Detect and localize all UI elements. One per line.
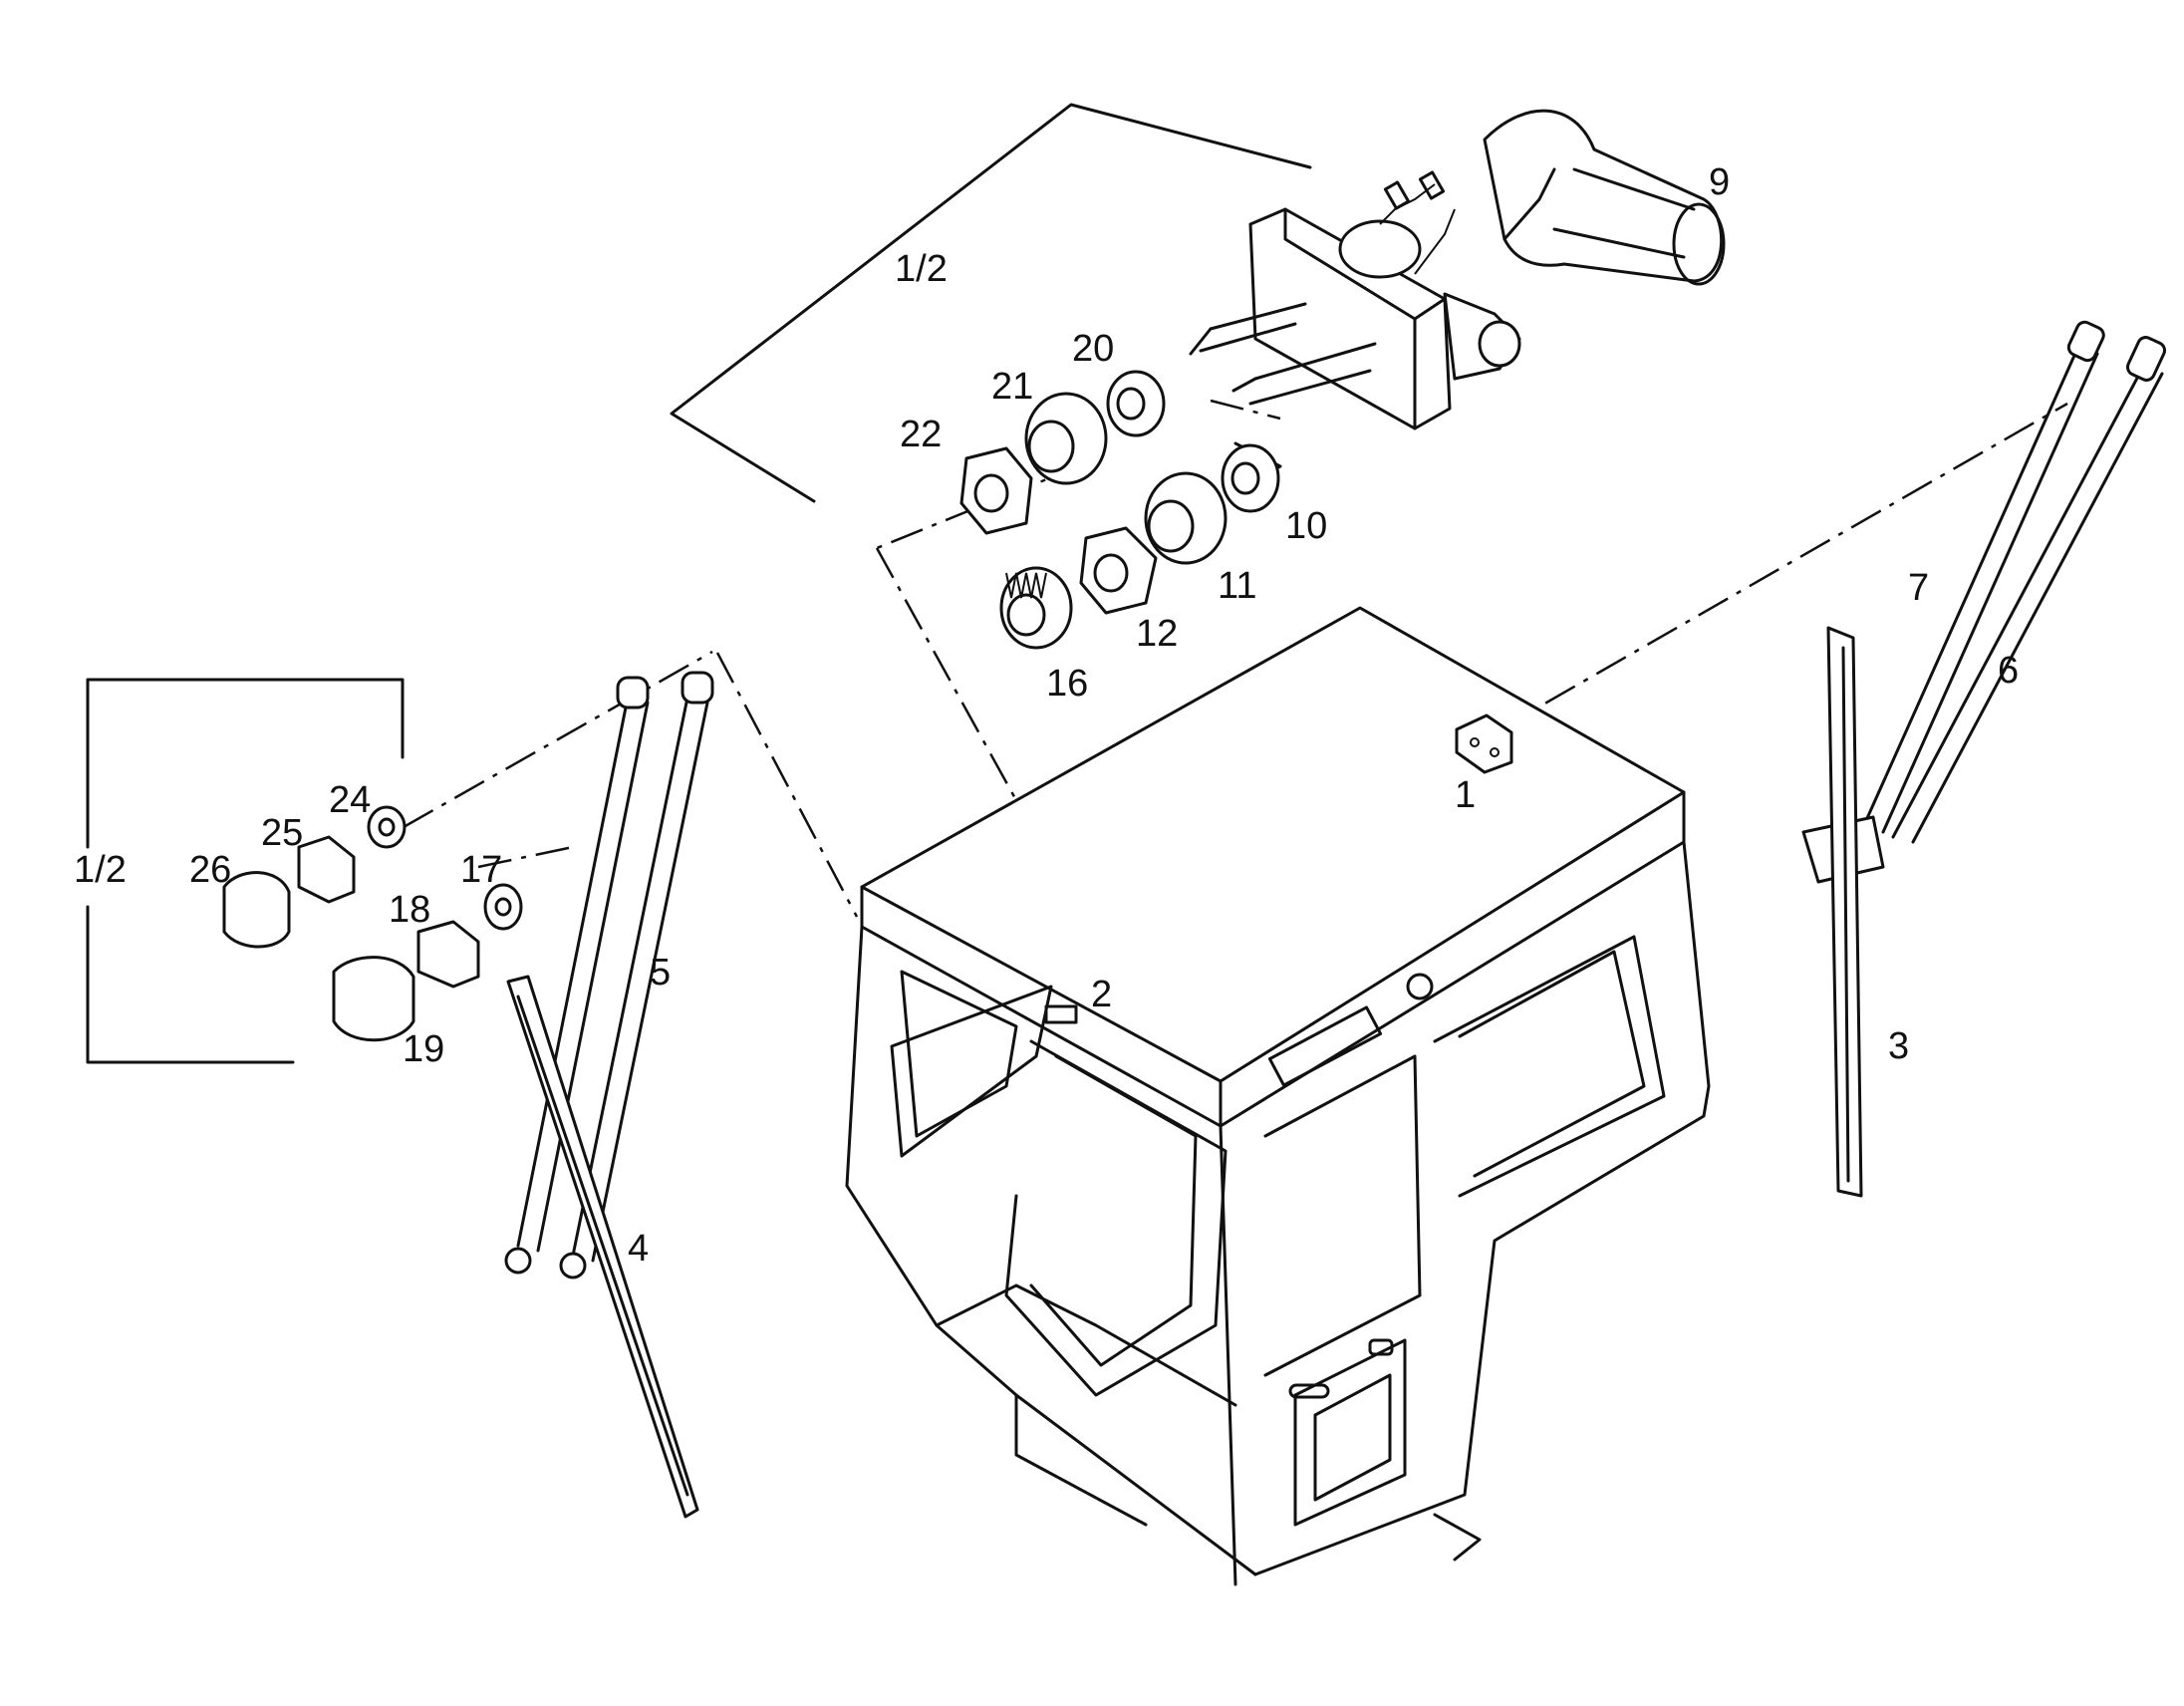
callout-21: 21 [991,366,1033,408]
cab-body [845,606,1711,1586]
callout-10: 10 [1285,505,1327,547]
part-24-washer [367,805,407,849]
callout-12: 12 [1136,613,1178,655]
callout-9: 9 [1709,161,1730,203]
left-wiper-arm [504,671,714,1280]
left-group-bracket [86,678,405,1064]
callouts: 1 2 3 4 5 6 7 9 10 11 12 16 17 18 19 20 … [189,161,2019,1270]
leader-lines [403,399,2068,973]
callout-20: 20 [1072,328,1114,370]
left-wiper-blade [506,975,699,1519]
part-17-washer [483,883,523,931]
callout-22: 22 [900,414,942,455]
callout-5: 5 [650,952,671,994]
callout-17: 17 [460,849,502,891]
right-wiper-arm [1801,320,2167,884]
part-25-nut [297,835,356,904]
fastener-stack [959,370,1280,650]
part-1-bracket [1455,713,1513,774]
callout-18: 18 [389,889,430,931]
callout-4: 4 [628,1228,649,1270]
part-19-cap [332,956,415,1042]
callout-6: 6 [1998,650,2019,692]
callout-24: 24 [329,779,371,821]
part-18-nut [416,920,480,989]
wiper-motor-assembly [1189,170,1521,430]
part-26-cap [222,871,291,949]
part-9-motor-cover [1483,109,1726,286]
callout-11: 11 [1218,565,1256,607]
callout-3: 3 [1888,1025,1909,1067]
top-group-bracket [670,103,1312,503]
part-2-clip [1044,1004,1078,1024]
left-fastener-group [222,805,523,1042]
left-group-label: 1/2 [74,849,127,891]
callout-7: 7 [1908,567,1929,609]
callout-19: 19 [403,1028,444,1070]
callout-25: 25 [261,812,303,854]
right-wiper-blade [1826,626,1863,1198]
callout-1: 1 [1455,774,1476,816]
callout-26: 26 [189,849,231,891]
top-group-label: 1/2 [895,248,948,290]
callout-2: 2 [1091,974,1112,1015]
callout-16: 16 [1046,663,1088,705]
